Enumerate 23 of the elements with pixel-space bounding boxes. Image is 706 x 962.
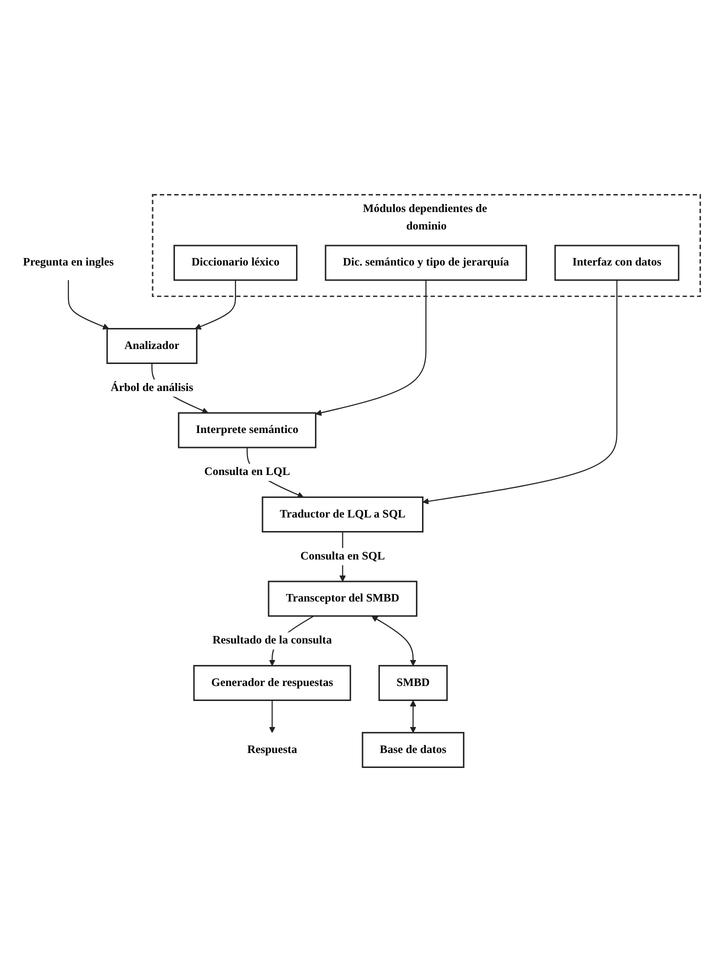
arrow bbox=[410, 700, 416, 733]
node-box: Transceptor del SMBD bbox=[268, 580, 418, 617]
node-box: Interfaz con datos bbox=[554, 244, 680, 281]
node-text: Pregunta en ingles bbox=[23, 256, 114, 269]
node-box: Traductor de LQL a SQL bbox=[262, 496, 424, 532]
arrow bbox=[315, 280, 426, 416]
arrow bbox=[194, 280, 236, 330]
node-box: Generador de respuestas bbox=[193, 664, 352, 701]
node-text: Respuesta bbox=[247, 743, 298, 756]
node-box: Interprete semántico bbox=[178, 412, 316, 448]
node-box: Analizador bbox=[106, 328, 198, 364]
node-box: Dic. semántico y tipo de jerarquía bbox=[324, 244, 528, 281]
node-box: Diccionario léxico bbox=[174, 244, 298, 281]
edge-label: Consulta en LQL bbox=[204, 466, 290, 478]
arrow bbox=[422, 280, 618, 504]
arrow bbox=[269, 700, 276, 733]
arrow bbox=[372, 616, 416, 666]
edge-label: Consulta en SQL bbox=[300, 550, 385, 562]
edge-label: Árbol de análisis bbox=[110, 382, 194, 394]
arrow bbox=[68, 280, 110, 330]
node-box: SMBD bbox=[378, 664, 448, 701]
edge-label: Resultado de la consulta bbox=[212, 634, 332, 647]
node-box: Base de datos bbox=[362, 732, 464, 768]
